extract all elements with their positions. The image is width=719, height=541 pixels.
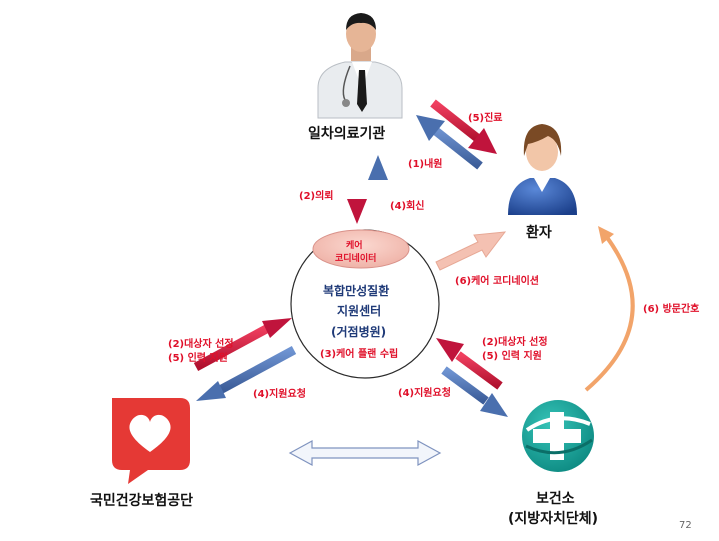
right-request-label: (4)지원요청 [398, 388, 451, 399]
nhis-label: 국민건강보험공단 [90, 493, 194, 509]
center-title-2: 지원센터 [337, 304, 382, 318]
referral-arrow [347, 150, 367, 224]
center-to-healthcenter-arrow [441, 366, 508, 417]
treatment-label: (5)진료 [468, 113, 503, 124]
support-center [290, 229, 440, 379]
patient-label: 환자 [526, 225, 552, 241]
visit-arrow [416, 115, 483, 170]
home-nursing-arrow [584, 226, 635, 392]
clinic-label: 일차의료기관 [308, 126, 386, 142]
health-center-sublabel: (지방자치단체) [508, 511, 599, 527]
doctor-icon [317, 13, 403, 119]
return-referral-label: (4)회신 [390, 201, 425, 212]
health-center-label: 보건소 [536, 491, 575, 507]
care-coordination-label: (6)케어 코디네이션 [455, 276, 539, 287]
treatment-arrow [430, 99, 497, 154]
return-referral-arrow [368, 155, 388, 227]
visit-label: (1)내원 [408, 159, 443, 170]
patient-icon [508, 124, 577, 215]
left-staff-label: (5) 인력 지원 [168, 353, 228, 364]
left-request-label: (4)지원요청 [253, 389, 306, 400]
center-title-1: 복합만성질환 [323, 284, 390, 298]
home-nursing-label: (6) 방문간호 [643, 304, 700, 315]
center-to-nhis-arrow [196, 346, 297, 401]
referral-label: (2)의뢰 [299, 191, 334, 202]
center-title-3: (거점병원) [331, 325, 387, 339]
heart-logo-icon [112, 398, 190, 484]
coordinator-label-2: 코디네이터 [335, 254, 377, 264]
nhis-to-center-arrow [193, 318, 292, 371]
healthcenter-to-center-arrow [436, 338, 503, 390]
care-coordination-arrow [435, 231, 507, 271]
coordinator-label-1: 케어 [346, 241, 363, 251]
right-select-label: (2)대상자 선정 [482, 337, 548, 348]
right-staff-label: (5) 인력 지원 [482, 351, 542, 362]
left-select-label: (2)대상자 선정 [168, 339, 234, 350]
page-number: 72 [679, 520, 692, 531]
care-plan-label: (3)케어 플랜 수립 [320, 349, 399, 360]
health-center-cross-icon [522, 400, 594, 472]
cooperation-arrow [288, 439, 442, 467]
